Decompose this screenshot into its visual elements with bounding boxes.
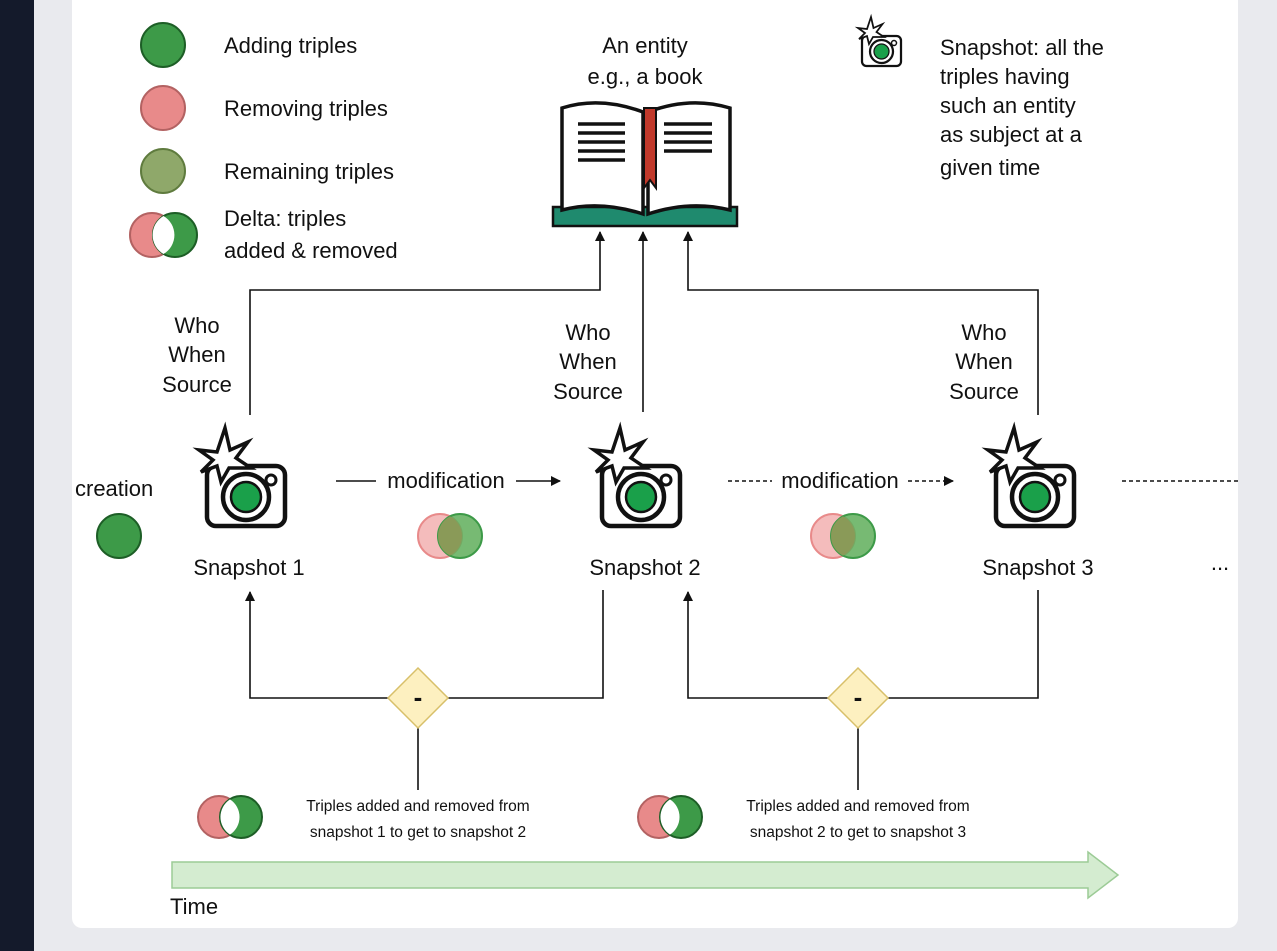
- legend-delta-line1: Delta: triples: [224, 206, 346, 231]
- delta-connectors: [245, 590, 1039, 790]
- adding-circle-icon: [140, 22, 186, 68]
- diamond1-minus: -: [414, 682, 423, 712]
- difference-diamond-1: -: [386, 666, 450, 730]
- delta1-caption-line1: Triples added and removed from: [306, 798, 529, 815]
- legend-adding-label: Adding triples: [224, 33, 357, 58]
- snapshot-legend-camera-icon: [856, 15, 903, 68]
- delta-icon: [129, 212, 198, 258]
- snapshot-legend-line5: given time: [940, 155, 1040, 180]
- snapshot1-label: Snapshot 1: [193, 555, 304, 580]
- snapshot2-source: Source: [553, 379, 623, 404]
- snapshot3-who: Who: [961, 320, 1006, 345]
- attribution-connectors: [249, 231, 1039, 415]
- time-arrow: [171, 850, 1120, 900]
- legend-remaining-label: Remaining triples: [224, 159, 394, 184]
- snapshot-legend-line2: triples having: [940, 64, 1070, 89]
- snapshot3-camera-icon: [988, 428, 1074, 526]
- creation-label: creation: [75, 476, 153, 501]
- snapshot-legend-line1: Snapshot: all the: [940, 35, 1104, 60]
- snapshot2-when: When: [559, 349, 616, 374]
- diamond2-minus: -: [854, 682, 863, 712]
- entity-line2: e.g., a book: [588, 64, 704, 89]
- snapshot-legend-line4: as subject at a: [940, 122, 1083, 147]
- time-label: Time: [170, 894, 218, 919]
- delta1-icon: [197, 795, 263, 839]
- snapshot-legend-line3: such an entity: [940, 93, 1076, 118]
- delta2-caption-line2: snapshot 2 to get to snapshot 3: [750, 824, 966, 841]
- continuation-ellipsis: ...: [1211, 550, 1229, 575]
- creation-adding-icon: [96, 513, 142, 559]
- snapshot1-source: Source: [162, 372, 232, 397]
- legend: Adding triples Removing triples Remainin…: [129, 22, 398, 263]
- snapshot1-camera-icon: [199, 428, 285, 526]
- snapshot2-who: Who: [565, 320, 610, 345]
- delta2-caption-line1: Triples added and removed from: [746, 798, 969, 815]
- delta2-icon: [637, 795, 703, 839]
- snapshot3-source: Source: [949, 379, 1019, 404]
- snapshot3-label: Snapshot 3: [982, 555, 1093, 580]
- modification2-overlap-icon: [810, 513, 876, 559]
- snapshot1-when: When: [168, 342, 225, 367]
- legend-removing-label: Removing triples: [224, 96, 388, 121]
- delta1-caption-line2: snapshot 1 to get to snapshot 2: [310, 824, 526, 841]
- snapshot1-who: Who: [174, 313, 219, 338]
- book-icon: [551, 101, 739, 228]
- removing-circle-icon: [140, 85, 186, 131]
- remaining-circle-icon: [140, 148, 186, 194]
- snapshot2-camera-icon: [594, 428, 680, 526]
- difference-diamond-2: -: [826, 666, 890, 730]
- snapshot3-when: When: [955, 349, 1012, 374]
- modification1-overlap-icon: [417, 513, 483, 559]
- modification1-label: modification: [387, 468, 504, 493]
- legend-delta-line2: added & removed: [224, 238, 398, 263]
- snapshot2-label: Snapshot 2: [589, 555, 700, 580]
- entity-line1: An entity: [602, 33, 688, 58]
- left-sidebar: [0, 0, 34, 951]
- modification2-label: modification: [781, 468, 898, 493]
